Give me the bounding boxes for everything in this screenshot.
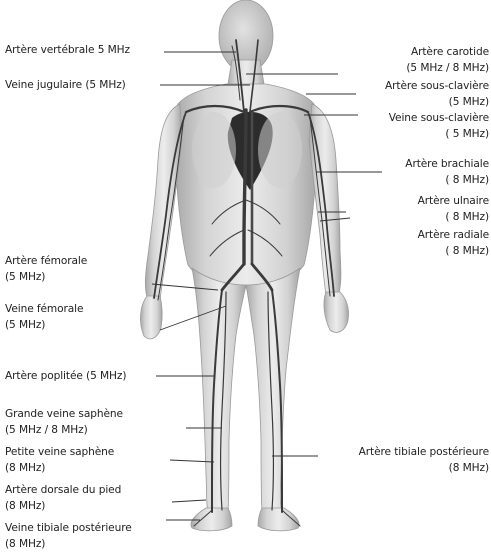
- label-jugular-vein: Veine jugulaire (5 MHz): [5, 79, 126, 92]
- label-posterior-tibial-artery-freq: (8 MHz): [449, 462, 489, 475]
- label-great-saphenous-freq: (5 MHz / 8 MHz): [5, 424, 88, 437]
- label-carotid-artery: Artère carotide: [411, 46, 489, 59]
- label-femoral-artery: Artère fémorale: [5, 255, 87, 268]
- label-subclavian-artery-freq: (5 MHz): [449, 96, 489, 109]
- lung-right: [192, 112, 236, 188]
- label-great-saphenous-vein: Grande veine saphène: [5, 408, 123, 421]
- label-femoral-vein: Veine fémorale: [5, 303, 83, 316]
- label-posterior-tibial-vein-freq: (8 MHz): [5, 538, 45, 551]
- right-leg: [192, 268, 246, 512]
- label-radial-artery: Artère radiale: [418, 229, 489, 242]
- label-femoral-artery-freq: (5 MHz): [5, 271, 45, 284]
- label-subclavian-vein-freq: ( 5 MHz): [445, 128, 489, 141]
- label-vertebral-artery: Artère vertébrale 5 MHz: [5, 44, 130, 57]
- label-subclavian-artery: Artère sous-clavière: [385, 80, 489, 93]
- label-dorsalis-pedis-artery: Artère dorsale du pied: [5, 484, 121, 497]
- label-small-saphenous-freq: (8 MHz): [5, 462, 45, 475]
- label-brachial-artery-freq: ( 8 MHz): [445, 174, 489, 187]
- label-subclavian-vein: Veine sous-clavière: [389, 112, 489, 125]
- label-small-saphenous-vein: Petite veine saphène: [5, 446, 114, 459]
- label-posterior-tibial-artery: Artère tibiale postérieure: [359, 446, 489, 459]
- label-radial-artery-freq: ( 8 MHz): [445, 245, 489, 258]
- label-dorsalis-pedis-freq: (8 MHz): [5, 500, 45, 513]
- right-arm: [145, 104, 182, 300]
- label-femoral-vein-freq: (5 MHz): [5, 319, 45, 332]
- right-hand: [140, 296, 162, 339]
- label-ulnar-artery: Artère ulnaire: [418, 195, 489, 208]
- left-hand: [324, 292, 349, 332]
- label-carotid-artery-freq: (5 MHz / 8 MHz): [406, 62, 489, 75]
- label-popliteal-artery: Artère poplitée (5 MHz): [5, 370, 126, 383]
- lung-left: [258, 112, 302, 188]
- label-posterior-tibial-vein: Veine tibiale postérieure: [5, 522, 132, 535]
- leader-dorsalis-pedis: [172, 500, 206, 502]
- aorta: [244, 110, 246, 264]
- label-brachial-artery: Artère brachiale: [405, 158, 489, 171]
- label-ulnar-artery-freq: ( 8 MHz): [445, 211, 489, 224]
